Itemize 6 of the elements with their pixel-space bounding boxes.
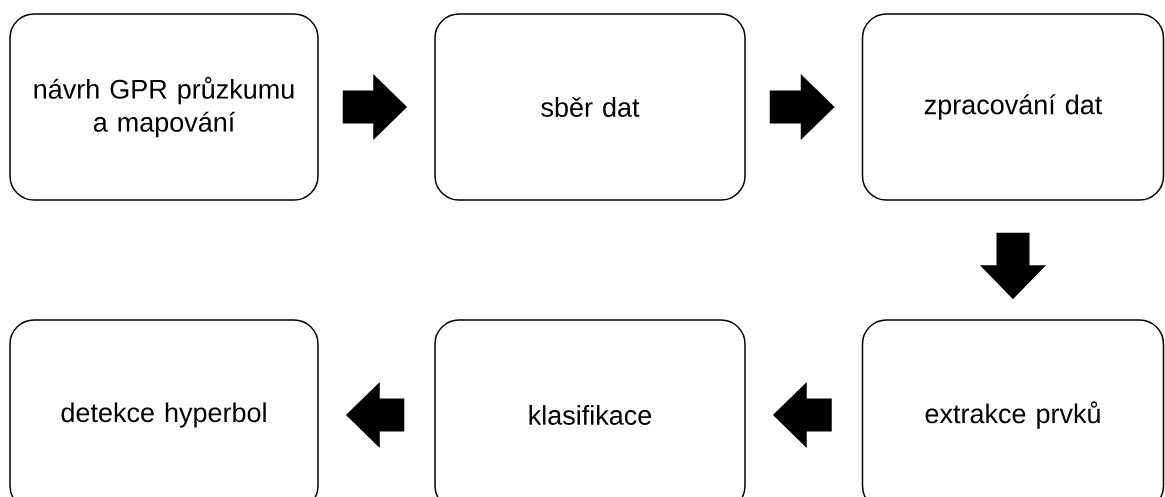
process-box: návrh GPR průzkumu a mapování	[9, 13, 319, 201]
process-box: zpracování dat	[861, 13, 1165, 201]
process-box: sběr dat	[434, 13, 746, 201]
process-box: extrakce prvků	[861, 319, 1165, 497]
process-box: detekce hyperbol	[9, 319, 319, 497]
process-box: klasifikace	[434, 319, 746, 497]
